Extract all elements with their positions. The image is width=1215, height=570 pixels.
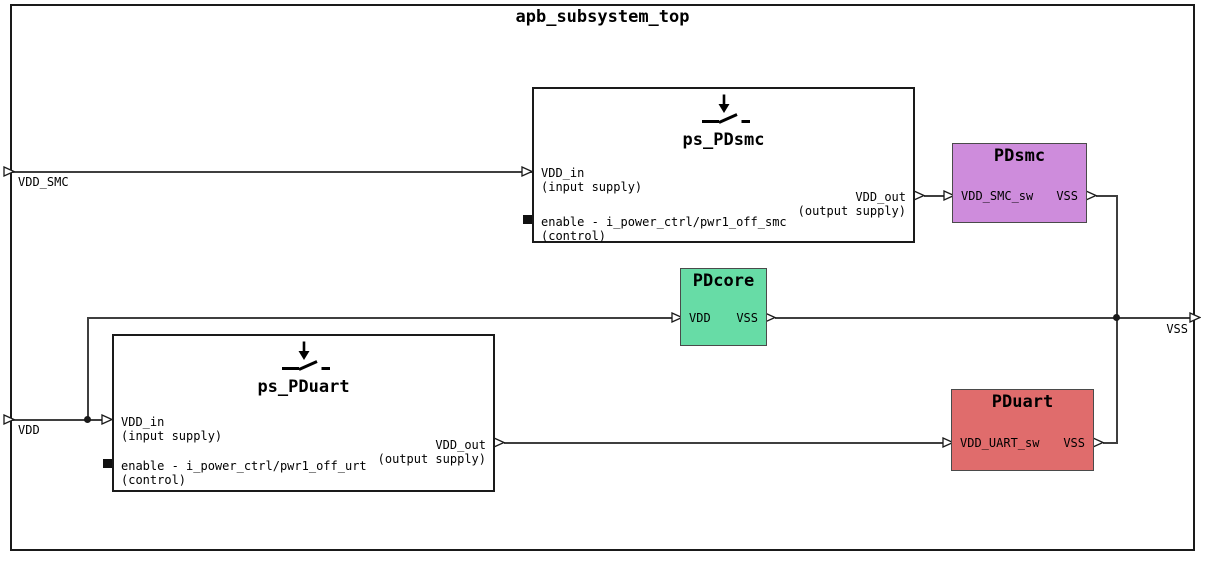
- port-label-vss: VSS: [1166, 322, 1188, 336]
- wire-vdd: [12, 419, 104, 421]
- power-domain-box-pdsmc[interactable]: PDsmc VDD_SMC_sw VSS: [952, 143, 1087, 223]
- power-switch-box-ps-pduart[interactable]: ps_PDuart VDD_in (input supply) enable -…: [112, 334, 495, 492]
- power-switch-icon: [276, 341, 332, 377]
- pin-vdd-out-label: VDD_out: [435, 438, 486, 452]
- arrow-right-icon-ps-pduart-vdd-in[interactable]: [101, 413, 114, 426]
- domain-pin-right: VSS: [736, 311, 758, 325]
- arrow-right-icon-port-vss[interactable]: [1189, 311, 1202, 324]
- port-label-vdd: VDD: [18, 423, 40, 437]
- pin-enable: enable - i_power_ctrl/pwr1_off_urt (cont…: [121, 459, 367, 487]
- arrow-right-icon-pdcore-vdd[interactable]: [671, 311, 684, 324]
- wire-pduart-vss: [1103, 442, 1118, 444]
- pin-vdd-out-type: (output supply): [377, 452, 486, 466]
- port-label-vdd-smc: VDD_SMC: [18, 175, 69, 189]
- domain-pin-left: VDD: [689, 311, 711, 325]
- wire-pdsmc-vss: [1096, 195, 1118, 197]
- domain-title: PDuart: [991, 392, 1054, 412]
- domain-pin-right: VSS: [1056, 189, 1078, 203]
- pin-vdd-in-label: VDD_in: [121, 415, 165, 429]
- pin-enable-label: enable - i_power_ctrl/pwr1_off_smc: [541, 215, 787, 229]
- module-title: apb_subsystem_top: [515, 7, 690, 27]
- pin-vdd-in: VDD_in (input supply): [121, 415, 222, 443]
- module-box-apb-subsystem-top[interactable]: apb_subsystem_top: [10, 4, 1195, 551]
- switch-title: ps_PDuart: [257, 377, 350, 397]
- pin-vdd-out: VDD_out (output supply): [798, 190, 906, 218]
- domain-pin-left: VDD_SMC_sw: [961, 189, 1034, 203]
- domain-pin-left: VDD_UART_sw: [960, 436, 1040, 450]
- pin-vdd-in: VDD_in (input supply): [541, 166, 642, 194]
- wire-vdd-smc: [12, 171, 532, 173]
- wire-ps-pdsmc-out: [924, 195, 946, 197]
- pin-vdd-in-label: VDD_in: [541, 166, 585, 180]
- power-domain-box-pduart[interactable]: PDuart VDD_UART_sw VSS: [951, 389, 1094, 471]
- domain-title: PDsmc: [993, 146, 1046, 166]
- wire-ps-pduart-out: [504, 442, 944, 444]
- pin-vdd-out: VDD_out (output supply): [378, 438, 486, 466]
- arrow-right-icon-pduart-vdd-uart-sw[interactable]: [942, 436, 955, 449]
- wire-vdd-branch-vertical: [87, 318, 89, 420]
- pin-vdd-out-label: VDD_out: [855, 190, 906, 204]
- arrow-right-icon-pdsmc-vdd-smc-sw[interactable]: [943, 189, 956, 202]
- pin-vdd-out-type: (output supply): [797, 204, 906, 218]
- arrow-right-icon-port-vdd[interactable]: [3, 413, 16, 426]
- power-switch-box-ps-pdsmc[interactable]: ps_PDsmc VDD_in (input supply) enable - …: [532, 87, 915, 243]
- power-switch-icon: [696, 94, 752, 130]
- power-domain-box-pdcore[interactable]: PDcore VDD VSS: [680, 268, 767, 346]
- pin-enable-label: enable - i_power_ctrl/pwr1_off_urt: [121, 459, 367, 473]
- wire-vss-main: [775, 317, 1192, 319]
- junction-dot-vdd: [84, 416, 91, 423]
- domain-pin-right: VSS: [1063, 436, 1085, 450]
- pin-enable-type: (control): [121, 473, 187, 487]
- pin-enable: enable - i_power_ctrl/pwr1_off_smc (cont…: [541, 215, 787, 243]
- wire-vdd-to-pdcore: [87, 317, 674, 319]
- arrow-right-icon-ps-pdsmc-vdd-in[interactable]: [521, 165, 534, 178]
- black-square-icon-ps-pduart-enable[interactable]: [103, 459, 112, 468]
- black-square-icon-ps-pdsmc-enable[interactable]: [523, 215, 532, 224]
- pin-vdd-in-type: (input supply): [541, 180, 643, 194]
- pin-vdd-in-type: (input supply): [121, 429, 223, 443]
- domain-title: PDcore: [692, 271, 755, 291]
- junction-dot-vss: [1113, 314, 1120, 321]
- arrow-right-icon-port-vdd-smc[interactable]: [3, 165, 16, 178]
- pin-enable-type: (control): [541, 229, 607, 243]
- switch-title: ps_PDsmc: [682, 130, 765, 150]
